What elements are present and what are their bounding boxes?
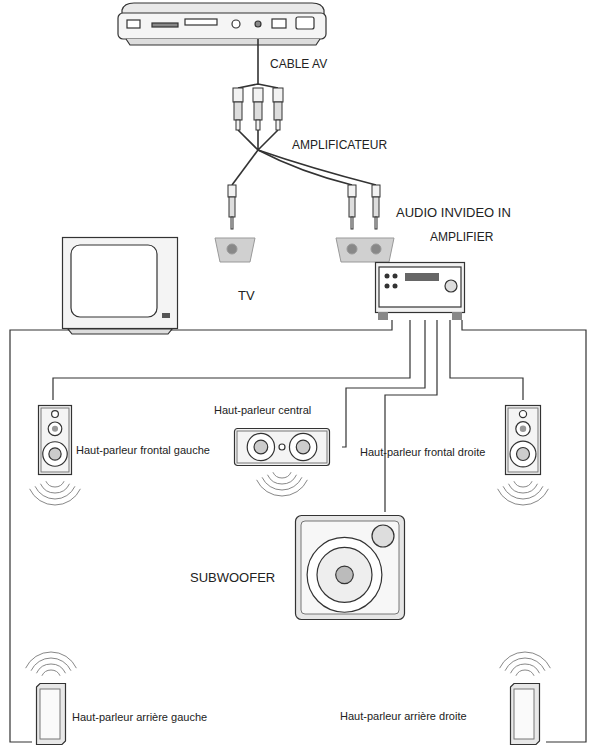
cable-label: AMPLIFICATEUR bbox=[292, 139, 387, 153]
rear-figure bbox=[32, 650, 260, 749]
rear-right-speaker: Haut-parleur arrière droite bbox=[336, 650, 546, 749]
tv-figure bbox=[58, 232, 270, 340]
speaker-wire bbox=[342, 320, 425, 447]
speaker-label: AMPLIFIER bbox=[430, 231, 493, 245]
center-speaker: Haut-parleur central bbox=[208, 402, 342, 494]
dvd-player bbox=[118, 3, 326, 45]
speaker-label: Haut-parleur arrière gauche bbox=[72, 711, 207, 724]
rear-left-speaker: Haut-parleur arrière gauche bbox=[32, 650, 260, 749]
speaker-wire bbox=[462, 320, 586, 742]
speaker-wire bbox=[53, 320, 410, 400]
speaker-label: TV bbox=[238, 289, 255, 304]
amplifier: AMPLIFIER bbox=[372, 228, 508, 320]
speaker-label: Haut-parleur frontal gauche bbox=[76, 444, 210, 457]
cable-label: AUDIO INVIDEO IN bbox=[396, 206, 511, 221]
tv-set: TV bbox=[58, 232, 270, 340]
speaker-label: Haut-parleur arrière droite bbox=[340, 710, 467, 723]
sub-figure bbox=[185, 512, 410, 624]
speaker-wire bbox=[385, 320, 437, 512]
speaker-wire bbox=[450, 320, 523, 400]
speaker-label: Haut-parleur central bbox=[214, 404, 311, 417]
front-right-speaker: Haut-parleur frontal droite bbox=[356, 400, 548, 508]
rca-plugs bbox=[228, 88, 380, 229]
speaker-label: Haut-parleur frontal droite bbox=[360, 446, 485, 459]
cable-label: CABLE AV bbox=[270, 58, 327, 72]
rear-figure bbox=[336, 650, 546, 749]
input-ports bbox=[215, 238, 394, 262]
subwoofer: SUBWOOFER bbox=[185, 512, 410, 624]
front-left-speaker: Haut-parleur frontal gauche bbox=[34, 400, 266, 508]
av-cable bbox=[232, 39, 376, 185]
speaker-label: SUBWOOFER bbox=[190, 571, 275, 586]
